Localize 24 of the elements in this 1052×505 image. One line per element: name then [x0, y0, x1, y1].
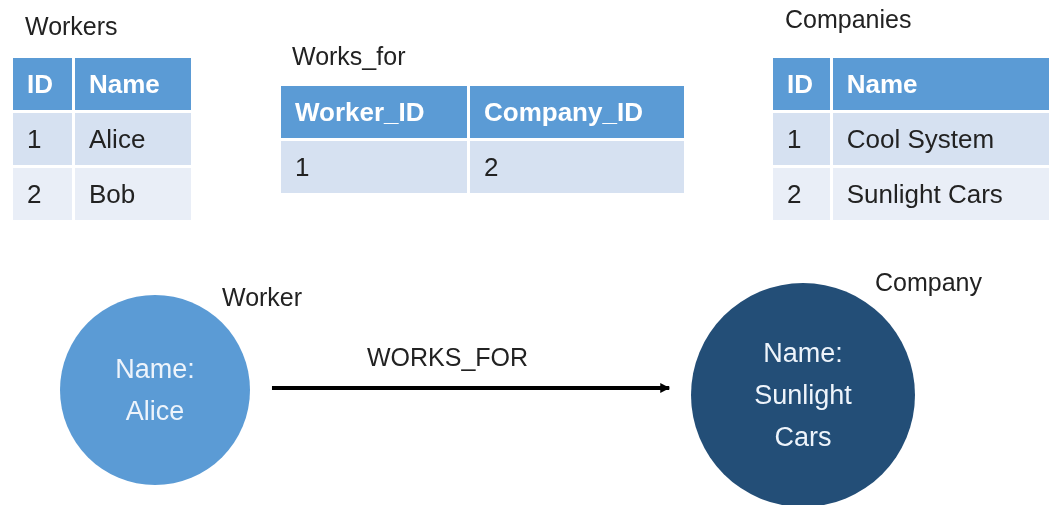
arrow	[272, 383, 671, 393]
table-cell: Sunlight Cars	[831, 166, 1051, 222]
table-cell: 2	[11, 166, 74, 222]
table-title: Works_for	[292, 42, 406, 71]
table-cell: Alice	[73, 111, 193, 167]
node-text: Name: Sunlight Cars	[753, 337, 853, 454]
table-cell: Cool System	[831, 111, 1051, 167]
table-title: Companies	[785, 5, 912, 34]
table-title: Workers	[25, 12, 118, 41]
header-cell: Worker_ID	[279, 84, 469, 140]
node-type-label: Worker	[222, 283, 303, 312]
header-cell: Company_ID	[468, 84, 686, 140]
table-cell: 1	[771, 111, 832, 167]
table-cell: 2	[771, 166, 832, 222]
header-cell: Name	[73, 56, 193, 112]
table-cell: 2	[468, 139, 686, 195]
header-cell: ID	[771, 56, 832, 112]
table-cell: 1	[279, 139, 469, 195]
node-text: Name: Alice	[114, 353, 196, 428]
node-type-label: Company	[875, 268, 982, 297]
table-cell: Bob	[73, 166, 193, 222]
header-cell: Name	[831, 56, 1051, 112]
header-cell: ID	[11, 56, 74, 112]
table-cell: 1	[11, 111, 74, 167]
